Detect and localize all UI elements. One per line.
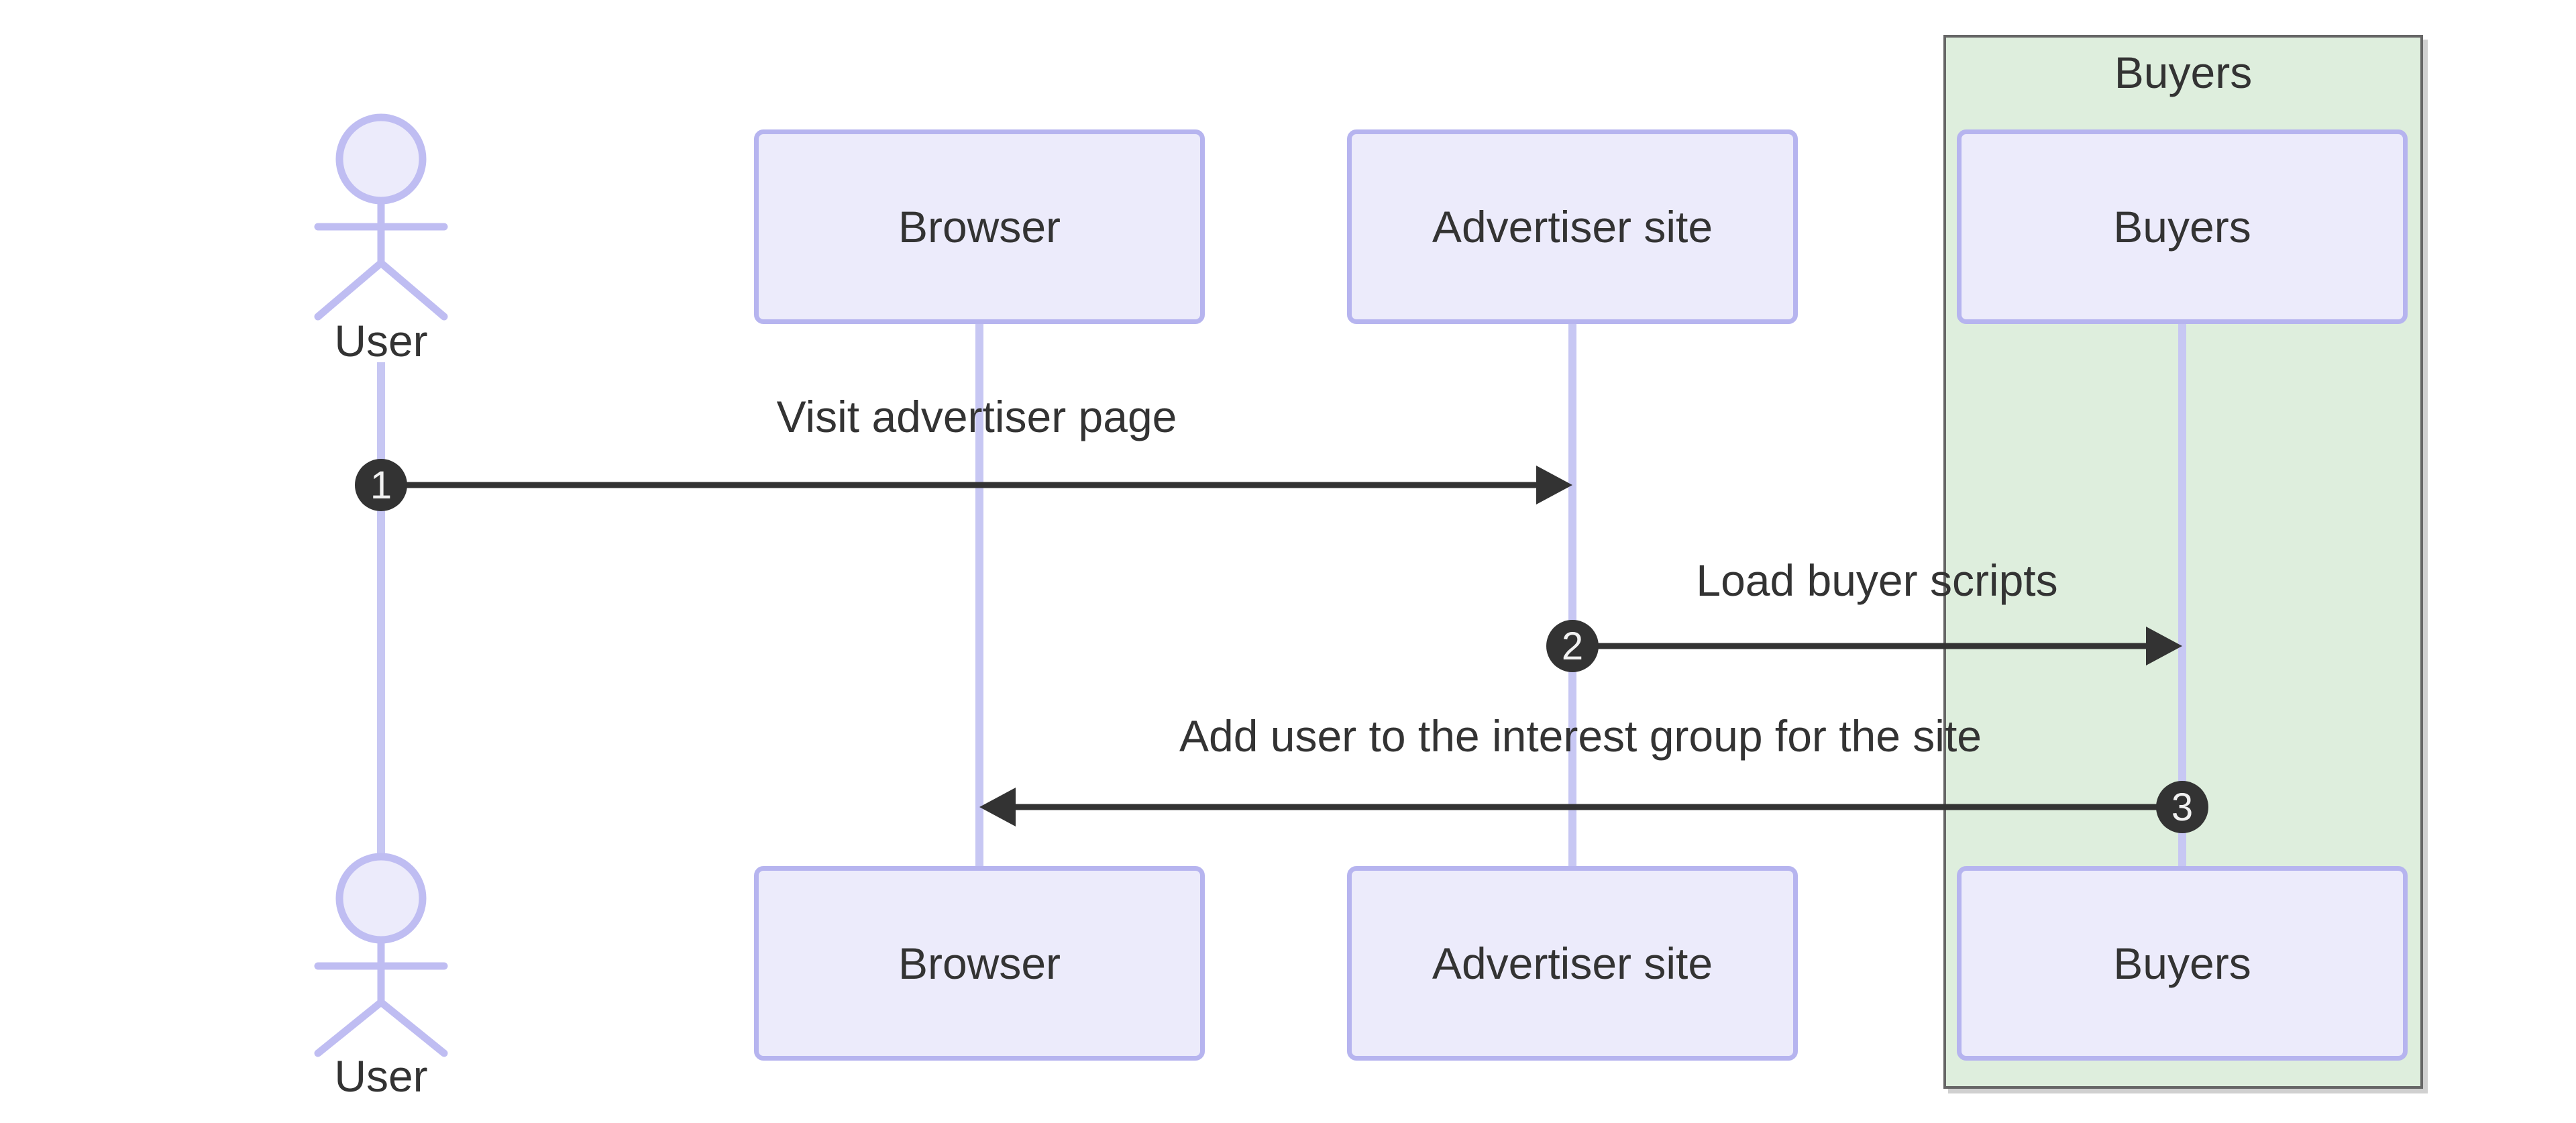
actor-leg-right	[377, 259, 448, 321]
message-3-arrowhead	[979, 788, 1016, 826]
actor-label-user-top: User	[334, 316, 428, 366]
actor-leg-left	[314, 998, 385, 1057]
sequence-number-2: 2	[1546, 620, 1599, 672]
participant-box-advertiser-top: Advertiser site	[1347, 129, 1798, 324]
participant-label-advertiser: Advertiser site	[1432, 939, 1713, 988]
message-1-label: Visit advertiser page	[776, 392, 1177, 441]
participant-label-browser: Browser	[898, 202, 1061, 252]
actor-figure-user-top	[314, 113, 448, 321]
group-label: Buyers	[2114, 48, 2253, 97]
message-3-label: Add user to the interest group for the s…	[1179, 711, 1982, 761]
message-2-arrowhead	[2146, 627, 2182, 665]
actor-leg-left	[314, 259, 385, 321]
participant-label-buyers: Buyers	[2113, 202, 2251, 252]
participant-label-advertiser: Advertiser site	[1432, 202, 1713, 252]
participant-box-buyers-bottom: Buyers	[1957, 866, 2408, 1061]
actor-label-user-bottom: User	[334, 1051, 428, 1101]
participant-box-browser-top: Browser	[754, 129, 1205, 324]
sequence-number-1: 1	[355, 459, 407, 511]
actor-figure-user-bottom	[314, 853, 448, 1057]
message-1-arrowhead	[1536, 466, 1572, 504]
sequence-number-3: 3	[2156, 781, 2208, 833]
participant-box-browser-bottom: Browser	[754, 866, 1205, 1061]
participant-box-buyers-top: Buyers	[1957, 129, 2408, 324]
message-2-label: Load buyer scripts	[1696, 555, 2058, 605]
participant-label-buyers: Buyers	[2113, 939, 2251, 988]
participant-box-advertiser-bottom: Advertiser site	[1347, 866, 1798, 1061]
actor-leg-right	[377, 998, 448, 1057]
participant-label-browser: Browser	[898, 939, 1061, 988]
